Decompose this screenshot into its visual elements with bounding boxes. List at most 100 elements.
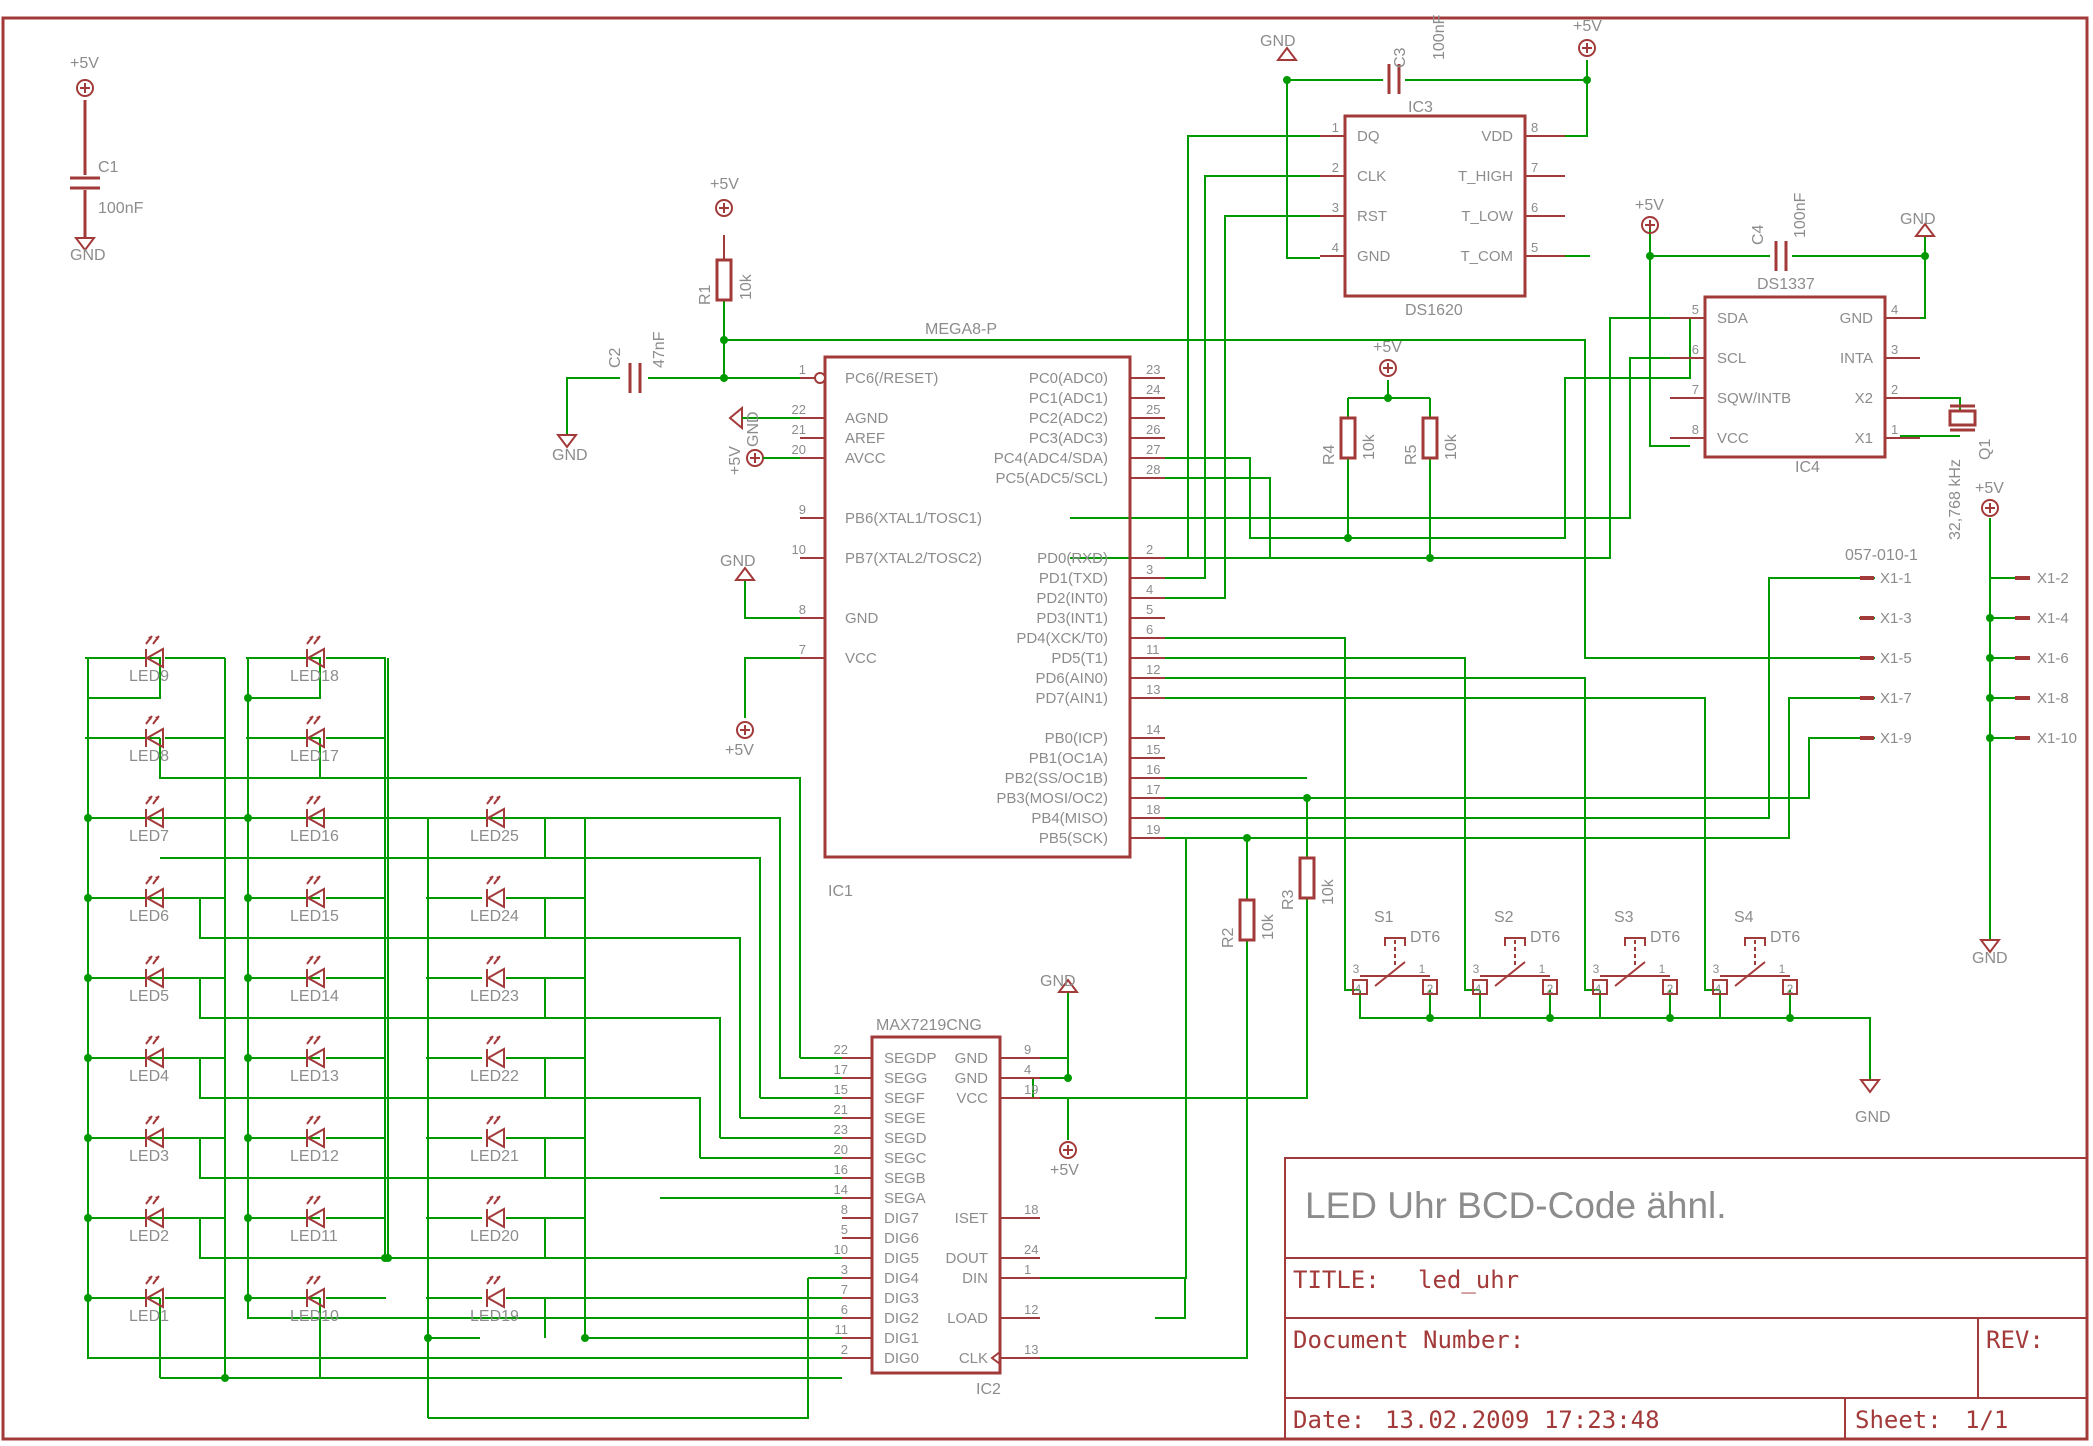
pin-number: 25 [1146, 402, 1160, 417]
vcc-label: +5V [1573, 18, 1602, 35]
reset-inverter-bubble [814, 372, 826, 384]
pin-number: 15 [834, 1082, 848, 1097]
pin-label: SEGG [884, 1070, 927, 1087]
diode-symbol [305, 1127, 325, 1149]
pin-number: 16 [834, 1162, 848, 1177]
led-label: LED7 [129, 828, 169, 845]
ic1-left-pins: 1PC6(/RESET)22AGND21AREF20AVCC9PB6(XTAL1… [792, 362, 982, 667]
led-label: LED9 [129, 668, 169, 685]
connector-pin-label: X1-7 [1880, 690, 1912, 707]
title-value: led_uhr [1418, 1266, 1519, 1294]
pin-number: 6 [1531, 200, 1538, 215]
diode-symbol [305, 807, 325, 829]
pin-label: DIG0 [884, 1350, 919, 1367]
diode-symbol [305, 727, 325, 749]
led-label: LED25 [470, 828, 519, 845]
r2-value: 10k [1260, 913, 1277, 940]
ground-symbol [1914, 222, 1936, 237]
pin-number: 1 [799, 362, 806, 377]
pin-number: 8 [799, 602, 806, 617]
led: LED22 [426, 1035, 566, 1085]
ic2-max7219: MAX7219CNG IC2 22SEGDP17SEGG15SEGF21SEGE… [834, 1017, 1040, 1398]
ic1-right-pins: 23PC0(ADC0)24PC1(ADC1)25PC2(ADC2)26PC3(A… [994, 362, 1165, 847]
diode-symbol [144, 1287, 164, 1309]
switch-pin-number: 3 [1593, 962, 1600, 976]
pin-label: ISET [955, 1210, 988, 1227]
ic3-value: DS1620 [1405, 302, 1463, 319]
supply-symbols: +5VGND+5VGNDGND+5VGND+5V+5VGND+5V+5VGNDG… [70, 18, 2008, 1179]
pin-number: 26 [1146, 422, 1160, 437]
r3-value: 10k [1320, 878, 1337, 905]
c2-value: 47nF [651, 331, 668, 368]
vcc-label: +5V [1050, 1162, 1079, 1179]
pin-number: 22 [834, 1042, 848, 1057]
connector-pin-label: X1-5 [1880, 650, 1912, 667]
led-label: LED3 [129, 1148, 169, 1165]
pin-number: 4 [1332, 240, 1339, 255]
led: LED12 [246, 1115, 386, 1165]
pin-label: DIG7 [884, 1210, 919, 1227]
led-matrix: LED9LED8LED7LED6LED5LED4LED3LED2LED1LED1… [85, 635, 566, 1325]
led-label: LED22 [470, 1068, 519, 1085]
resistor-r5 [1421, 416, 1439, 460]
ground-label: GND [70, 247, 106, 264]
pin-label: PB4(MISO) [1031, 810, 1108, 827]
r5-name: R5 [1403, 444, 1420, 465]
pin-label: T_COM [1461, 248, 1514, 265]
resistor-r1 [715, 235, 733, 302]
rev-label: REV: [1986, 1326, 2044, 1354]
pin-number: 17 [1146, 782, 1160, 797]
ground-label: GND [745, 411, 762, 447]
r3-name: R3 [1280, 889, 1297, 910]
pin-number: 24 [1024, 1242, 1038, 1257]
pin-label: AREF [845, 430, 885, 447]
capacitor-c3 [1387, 64, 1401, 94]
switch-pin-number: 3 [1473, 962, 1480, 976]
switch-pin-number: 2 [1787, 982, 1794, 996]
diode-symbol [305, 647, 325, 669]
vcc-label: +5V [1975, 480, 2004, 497]
vcc-label: +5V [725, 742, 754, 759]
switch-pin-number: 1 [1419, 962, 1426, 976]
pin-number: 7 [1692, 382, 1699, 397]
diode-symbol [144, 647, 164, 669]
pin-number: 13 [1024, 1342, 1038, 1357]
led-label: LED21 [470, 1148, 519, 1165]
pin-number: 5 [1692, 302, 1699, 317]
ground-symbol [1859, 1079, 1881, 1094]
switch-pin-number: 4 [1715, 982, 1722, 996]
pin-number: 24 [1146, 382, 1160, 397]
pin-number: 20 [834, 1142, 848, 1157]
pin-number: 23 [834, 1122, 848, 1137]
pin-number: 13 [1146, 682, 1160, 697]
r1-value: 10k [738, 273, 755, 300]
ground-symbol [1979, 939, 2001, 954]
pin-label: PC1(ADC1) [1029, 390, 1108, 407]
vcc-symbol [1641, 216, 1659, 234]
diode-symbol [485, 1207, 505, 1229]
junctions [84, 76, 1994, 1382]
pin-number: 28 [1146, 462, 1160, 477]
switch-pin-number: 1 [1779, 962, 1786, 976]
pin-label: PC3(ADC3) [1029, 430, 1108, 447]
pin-label: DIG6 [884, 1230, 919, 1247]
led-label: LED20 [470, 1228, 519, 1245]
led-label: LED18 [290, 668, 339, 685]
vcc-symbol [76, 79, 94, 97]
capacitor-c4 [1774, 241, 1788, 271]
led: LED16 [246, 795, 386, 845]
diode-symbol [305, 1207, 325, 1229]
pin-number: 21 [792, 422, 806, 437]
led: LED19 [426, 1275, 566, 1325]
pin-number: 7 [1531, 160, 1538, 175]
ground-label: GND [1040, 973, 1076, 990]
sheet-label: Sheet: [1855, 1406, 1942, 1434]
vcc-symbol [715, 199, 733, 217]
pin-label: PD5(T1) [1051, 650, 1108, 667]
